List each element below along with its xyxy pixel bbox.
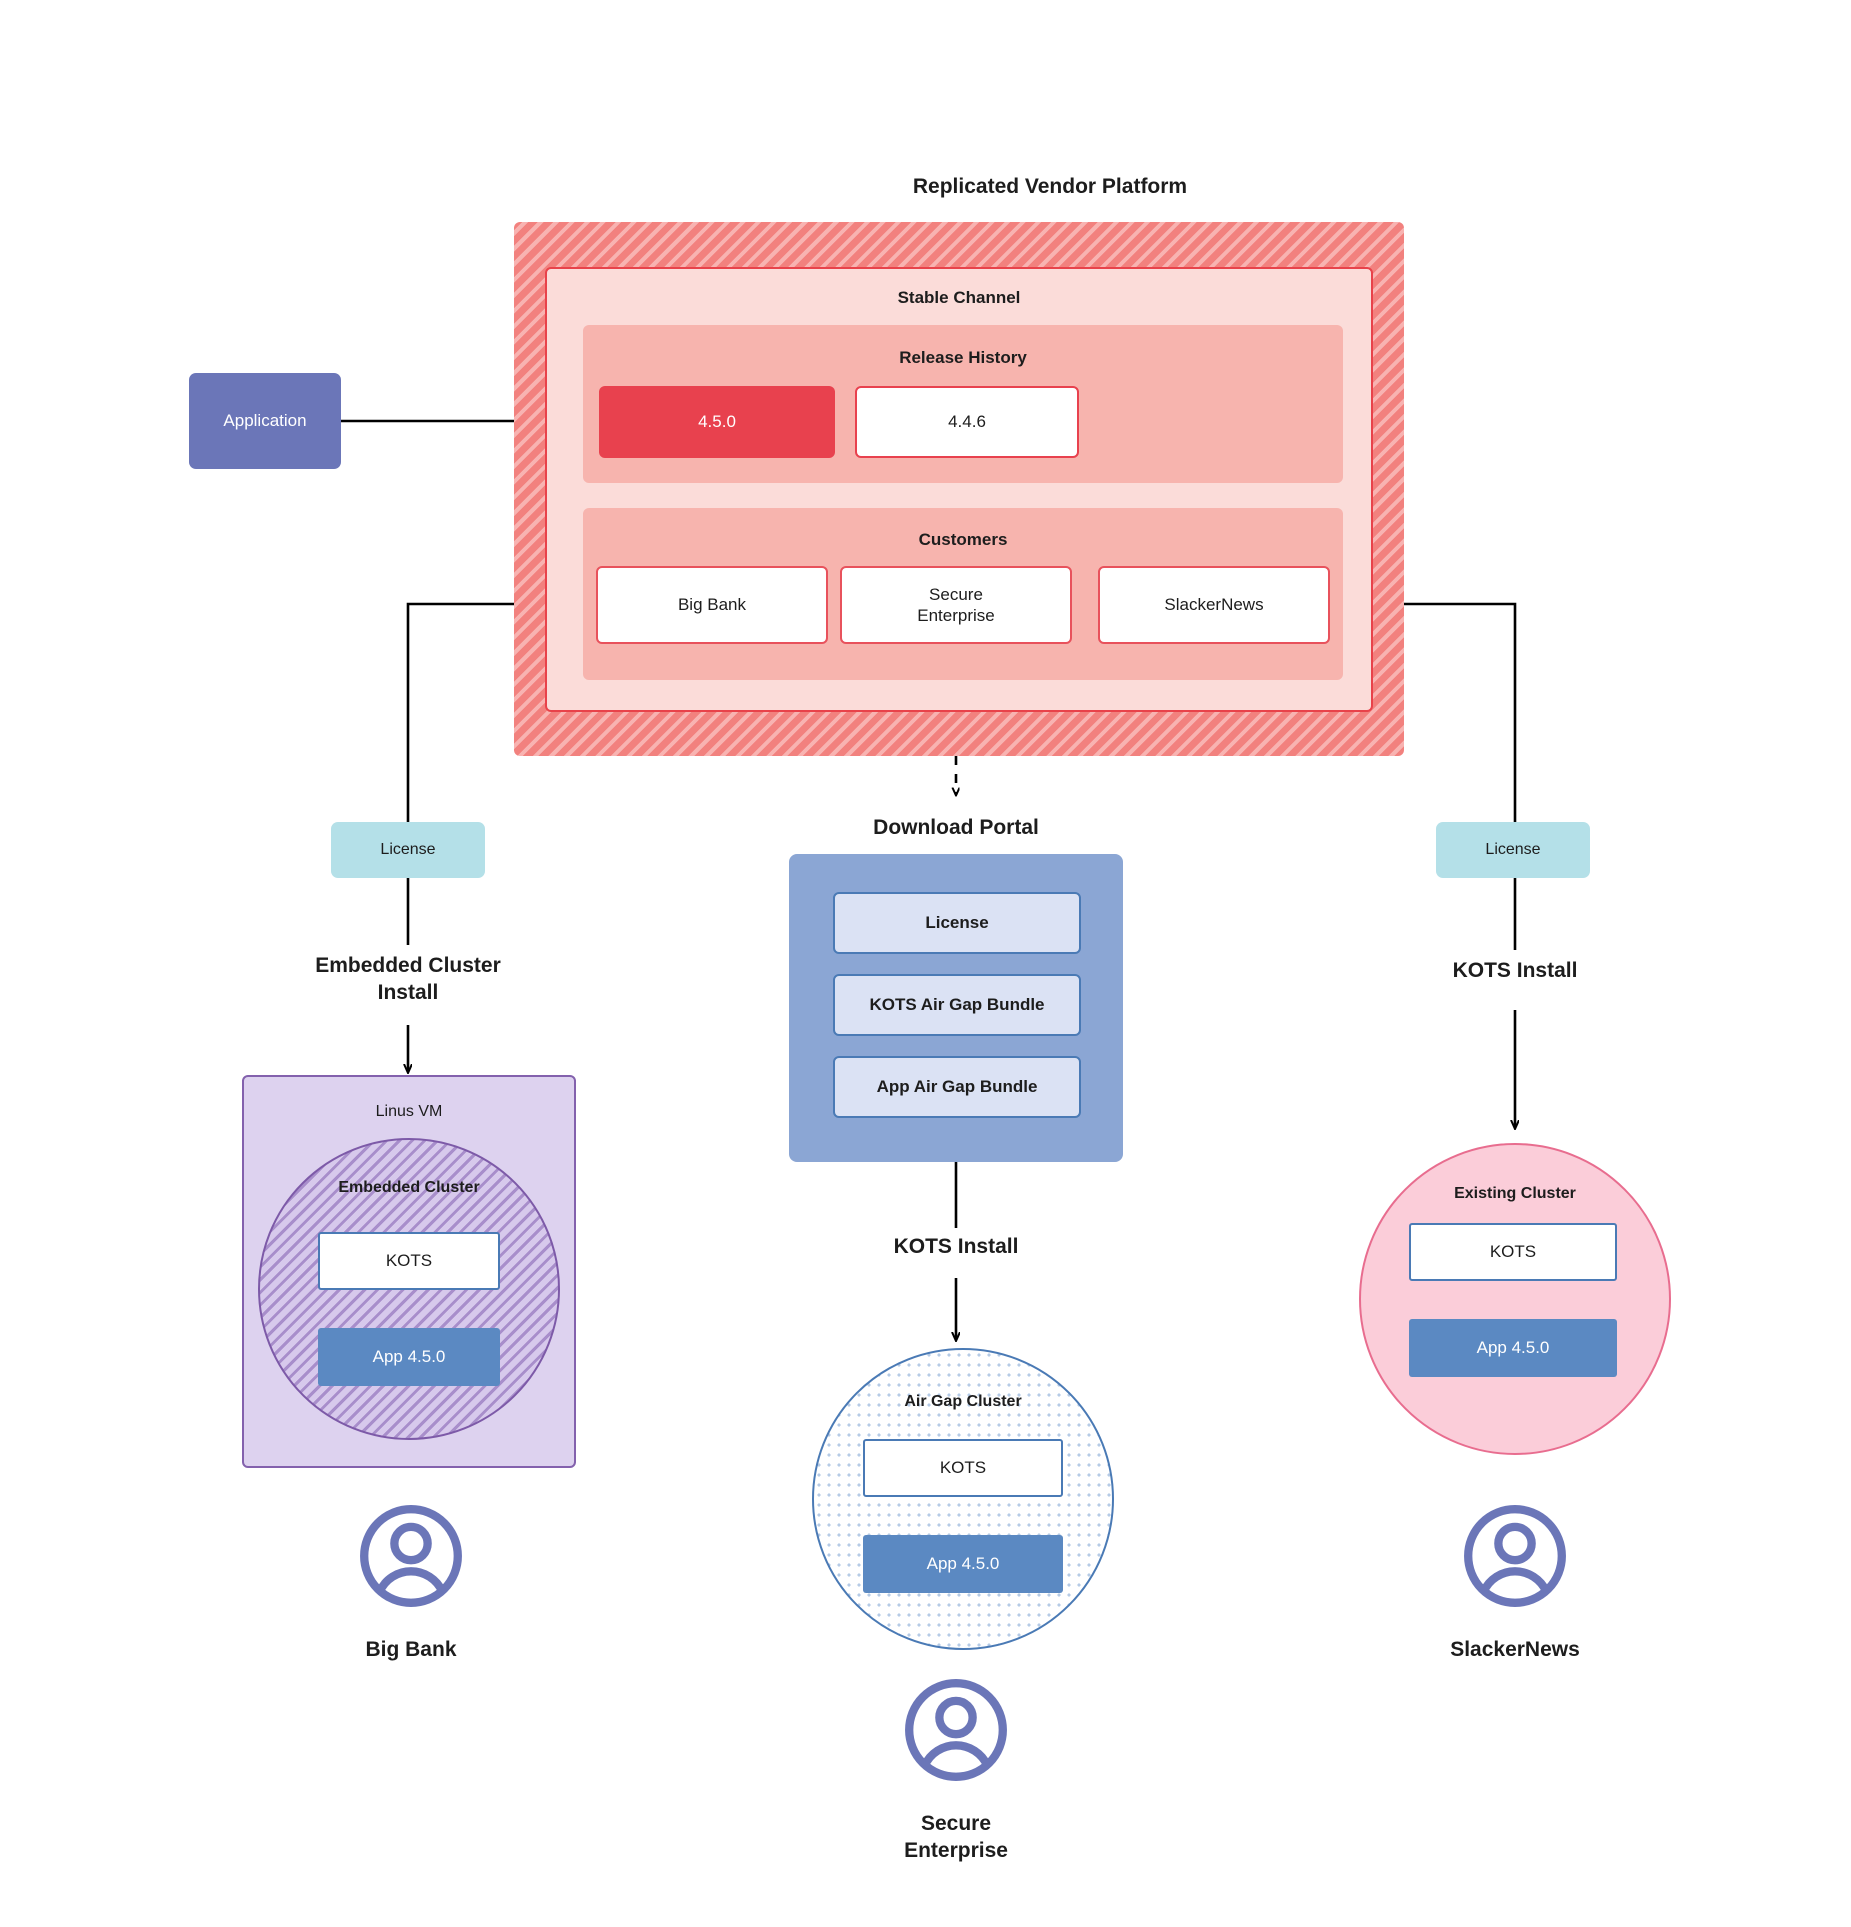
- release-item-previous[interactable]: 4.4.6: [855, 386, 1079, 458]
- flow-label-kots-install-middle: KOTS Install: [893, 1235, 1019, 1259]
- customer-box-big-bank[interactable]: Big Bank: [596, 566, 828, 644]
- portal-item-license[interactable]: License: [833, 892, 1081, 954]
- air-gap-cluster-circle: [812, 1348, 1114, 1650]
- kots-box-embedded[interactable]: KOTS: [318, 1232, 500, 1290]
- avatar-label-secure-enterprise: Secure Enterprise: [904, 1812, 1008, 1863]
- release-item-current[interactable]: 4.5.0: [599, 386, 835, 458]
- kots-box-air-gap[interactable]: KOTS: [863, 1439, 1063, 1497]
- avatar-secure-enterprise: [904, 1678, 1008, 1782]
- flow-label-embedded-cluster-install: Embedded Cluster Install: [315, 953, 501, 1004]
- application-node[interactable]: Application: [189, 373, 341, 469]
- stable-channel-title: Stable Channel: [897, 287, 1021, 307]
- platform-title: Replicated Vendor Platform: [912, 175, 1188, 199]
- avatar-slackernews: [1463, 1504, 1567, 1608]
- avatar-label-slackernews: SlackerNews: [1450, 1638, 1580, 1661]
- embedded-cluster-title: Embedded Cluster: [338, 1178, 480, 1196]
- customers-title: Customers: [918, 529, 1008, 549]
- linux-vm-title: Linus VM: [375, 1102, 443, 1120]
- release-history-title: Release History: [899, 347, 1027, 367]
- existing-cluster-title: Existing Cluster: [1454, 1184, 1576, 1202]
- customer-box-slackernews[interactable]: SlackerNews: [1098, 566, 1330, 644]
- app-box-existing[interactable]: App 4.5.0: [1409, 1319, 1617, 1377]
- portal-item-app-air-gap-bundle[interactable]: App Air Gap Bundle: [833, 1056, 1081, 1118]
- app-box-air-gap[interactable]: App 4.5.0: [863, 1535, 1063, 1593]
- air-gap-cluster-title: Air Gap Cluster: [904, 1392, 1022, 1410]
- existing-cluster-circle: [1359, 1143, 1671, 1455]
- customer-box-secure-enterprise[interactable]: Secure Enterprise: [840, 566, 1072, 644]
- download-portal-title: Download Portal: [873, 816, 1039, 840]
- avatar-label-big-bank: Big Bank: [365, 1638, 457, 1661]
- avatar-big-bank: [359, 1504, 463, 1608]
- app-box-embedded[interactable]: App 4.5.0: [318, 1328, 500, 1386]
- license-chip-right[interactable]: License: [1436, 822, 1590, 878]
- kots-box-existing[interactable]: KOTS: [1409, 1223, 1617, 1281]
- portal-item-kots-air-gap-bundle[interactable]: KOTS Air Gap Bundle: [833, 974, 1081, 1036]
- license-chip-left[interactable]: License: [331, 822, 485, 878]
- flow-label-kots-install-right: KOTS Install: [1452, 959, 1578, 983]
